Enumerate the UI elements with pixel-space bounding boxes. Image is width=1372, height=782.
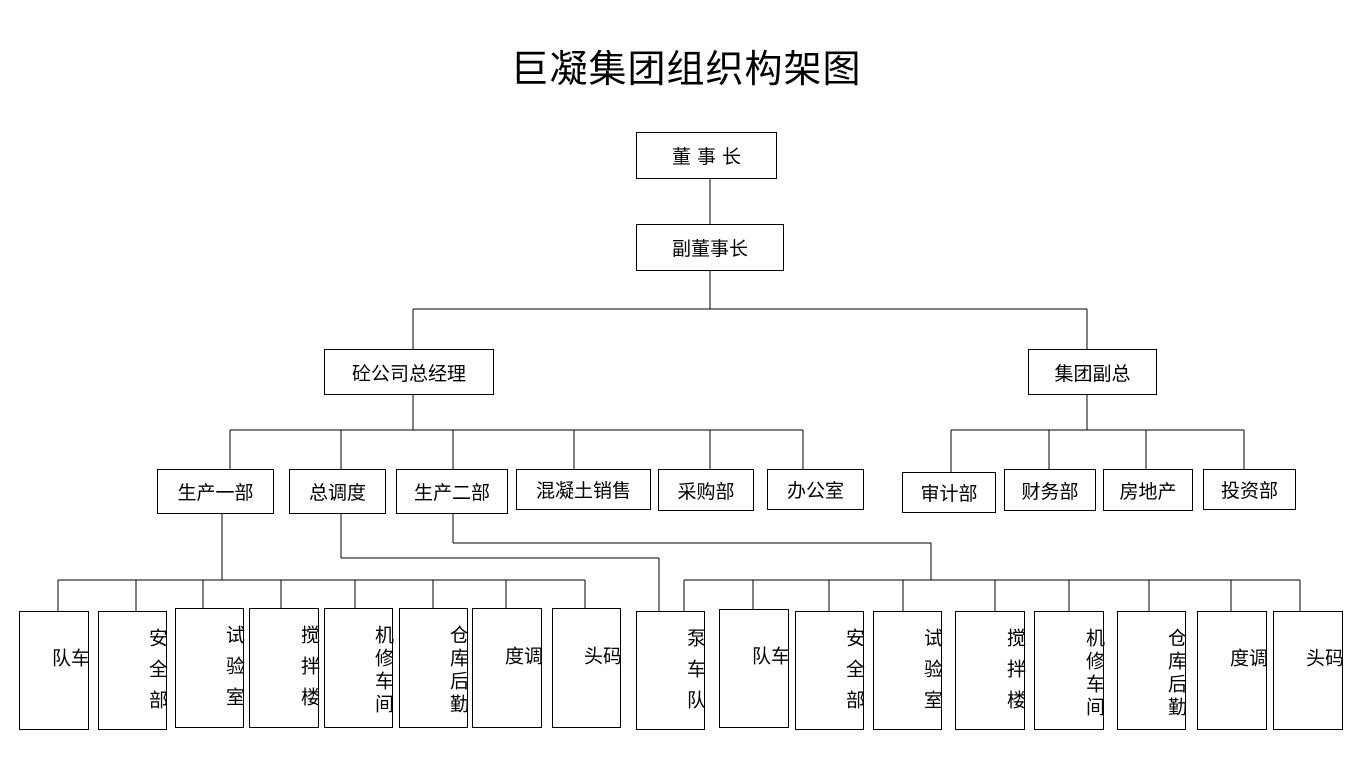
dept-label: 投资部 [1220, 480, 1278, 502]
dept-label: 生产二部 [413, 482, 490, 504]
unit-two-dispatch: 调度 [1197, 611, 1268, 730]
unit-two-mixing-plant: 搅拌楼 [955, 611, 1026, 730]
unit-two-fleet: 车队 [719, 609, 790, 728]
chairman-label: 董 事 长 [671, 146, 742, 168]
unit-one-dispatch: 调度 [472, 608, 543, 728]
unit-label: 机修车间 [372, 625, 394, 717]
unit-label: 码头 [581, 645, 622, 707]
unit-pump-team: 泵车队 [636, 611, 706, 730]
unit-one-dock: 码头 [552, 608, 622, 728]
dept-label: 混凝土销售 [535, 480, 631, 502]
unit-one-safety: 安全部 [98, 611, 168, 730]
chairman-box: 董 事 长 [636, 132, 777, 179]
unit-label: 调度 [1227, 648, 1268, 709]
unit-label: 泵车队 [684, 628, 706, 721]
unit-two-safety: 安全部 [795, 611, 865, 730]
unit-label: 车队 [49, 648, 90, 709]
dept-dispatch: 总调度 [289, 469, 386, 514]
dept-label: 采购部 [677, 480, 735, 503]
vice-chairman-box: 副董事长 [636, 224, 784, 271]
vice-chairman-label: 副董事长 [671, 238, 748, 260]
dept-label: 总调度 [308, 482, 366, 504]
unit-label: 车队 [749, 646, 790, 707]
unit-one-warehouse: 仓库后勤 [399, 608, 469, 728]
dept-label: 房地产 [1119, 480, 1177, 503]
dept-production-2: 生产二部 [396, 469, 508, 514]
unit-one-repair-shop: 机修车间 [324, 608, 394, 728]
dept-label: 审计部 [920, 483, 978, 505]
unit-one-mixing-plant: 搅拌楼 [249, 608, 320, 728]
unit-label: 仓库后勤 [1165, 628, 1187, 720]
dept-concrete-sales: 混凝土销售 [516, 469, 651, 510]
unit-two-lab: 试验室 [873, 611, 943, 730]
dept-label: 办公室 [786, 480, 844, 502]
dept-production-1: 生产一部 [157, 469, 274, 514]
dept-label: 生产一部 [177, 482, 254, 504]
unit-label: 安全部 [843, 628, 865, 721]
dept-office: 办公室 [767, 469, 864, 510]
unit-two-warehouse: 仓库后勤 [1117, 611, 1187, 730]
dept-audit: 审计部 [902, 472, 996, 513]
unit-two-repair-shop: 机修车间 [1034, 611, 1105, 730]
page-title: 巨凝集团组织构架图 [510, 47, 862, 91]
unit-label: 安全部 [146, 628, 168, 721]
concrete-gm-label: 砼公司总经理 [351, 362, 466, 385]
dept-purchasing: 采购部 [658, 469, 754, 511]
unit-label: 调度 [502, 645, 543, 707]
group-vp-label: 集团副总 [1054, 362, 1131, 385]
unit-two-dock: 码头 [1273, 611, 1344, 730]
unit-one-fleet: 车队 [19, 611, 90, 730]
dept-investment: 投资部 [1203, 469, 1296, 510]
unit-label: 机修车间 [1083, 628, 1105, 720]
unit-label: 试验室 [223, 625, 245, 718]
unit-label: 搅拌楼 [298, 625, 320, 718]
unit-label: 码头 [1303, 648, 1344, 709]
unit-label: 仓库后勤 [447, 625, 469, 717]
unit-label: 搅拌楼 [1004, 628, 1026, 721]
dept-finance: 财务部 [1004, 469, 1096, 511]
unit-one-lab: 试验室 [175, 608, 245, 728]
concrete-gm-box: 砼公司总经理 [324, 349, 494, 395]
dept-label: 财务部 [1021, 480, 1079, 503]
dept-real-estate: 房地产 [1103, 469, 1193, 511]
group-vp-box: 集团副总 [1028, 349, 1157, 395]
unit-label: 试验室 [921, 628, 943, 721]
